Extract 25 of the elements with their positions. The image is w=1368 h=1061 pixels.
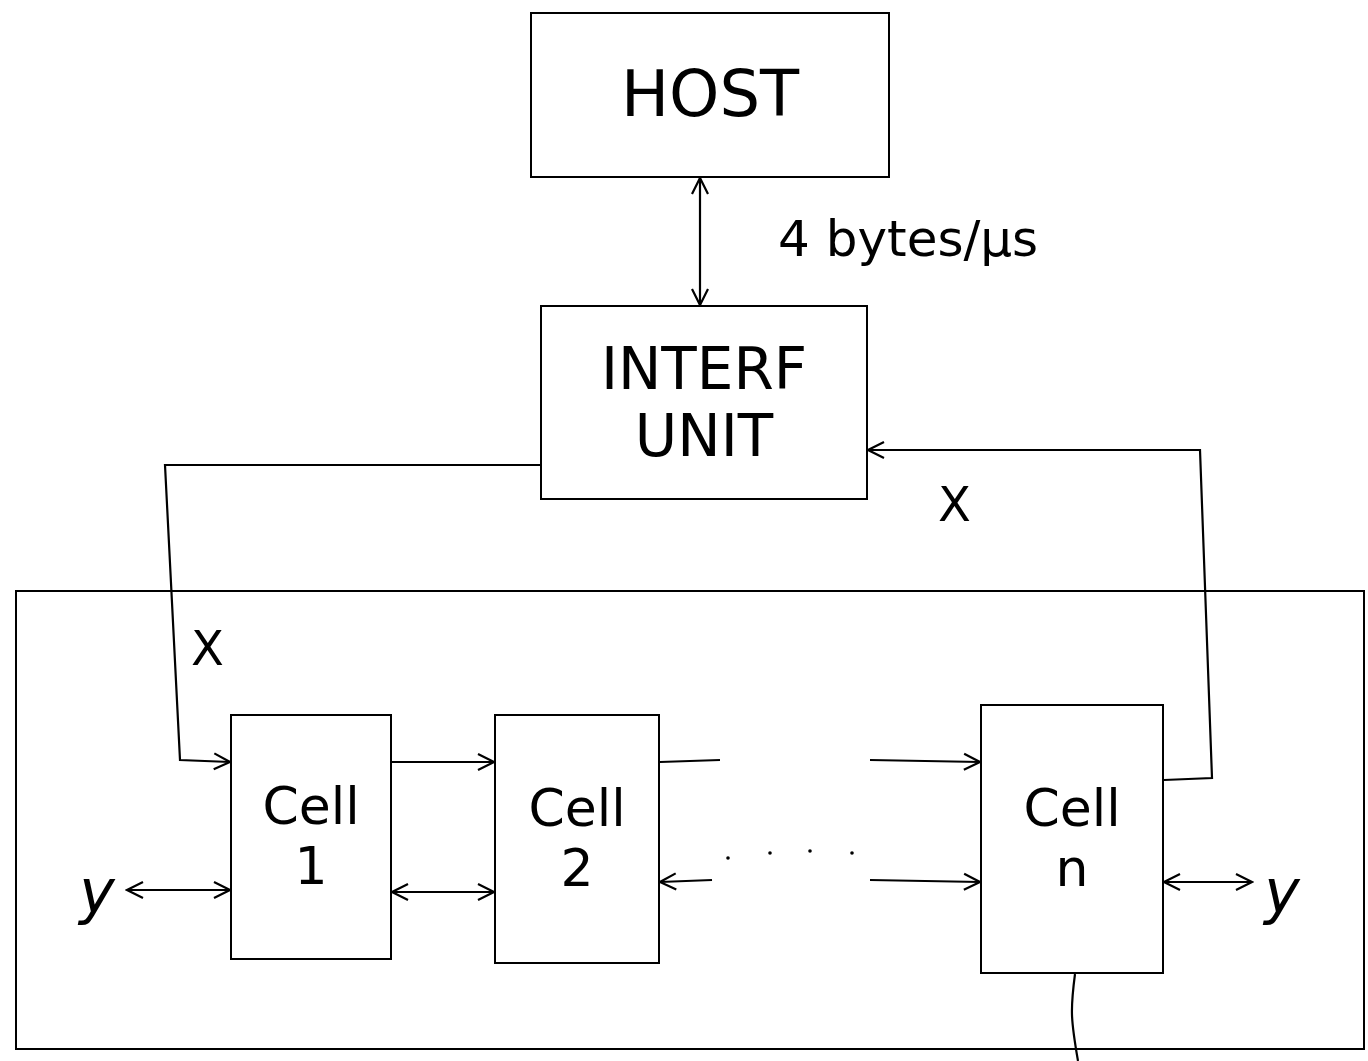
connector-line: [659, 758, 721, 764]
arrow: [125, 880, 232, 900]
arrow: [390, 882, 496, 902]
process-box: [530, 12, 890, 178]
arrow: [866, 440, 1214, 782]
node-label: Cell 2: [527, 779, 627, 899]
node-label: HOST: [620, 58, 800, 132]
cell-box: [494, 714, 660, 964]
arrow: [163, 463, 540, 771]
array-frame: [15, 590, 1365, 1050]
arrow: [658, 872, 713, 891]
signal-label: y: [1264, 857, 1300, 927]
arrow: [870, 752, 982, 771]
node-label: Cell 1: [261, 777, 361, 897]
connector-line: [1070, 973, 1080, 1061]
node-label: INTERF UNIT: [599, 335, 809, 470]
node-label: Cell n: [1022, 779, 1122, 899]
arrow: [1162, 872, 1254, 892]
arrow: [690, 176, 710, 307]
arrow: [870, 872, 982, 891]
arrow: [392, 752, 496, 772]
signal-label: y: [79, 857, 115, 927]
process-box: [540, 305, 868, 500]
cell-box: [980, 704, 1164, 974]
cell-box: [230, 714, 392, 960]
